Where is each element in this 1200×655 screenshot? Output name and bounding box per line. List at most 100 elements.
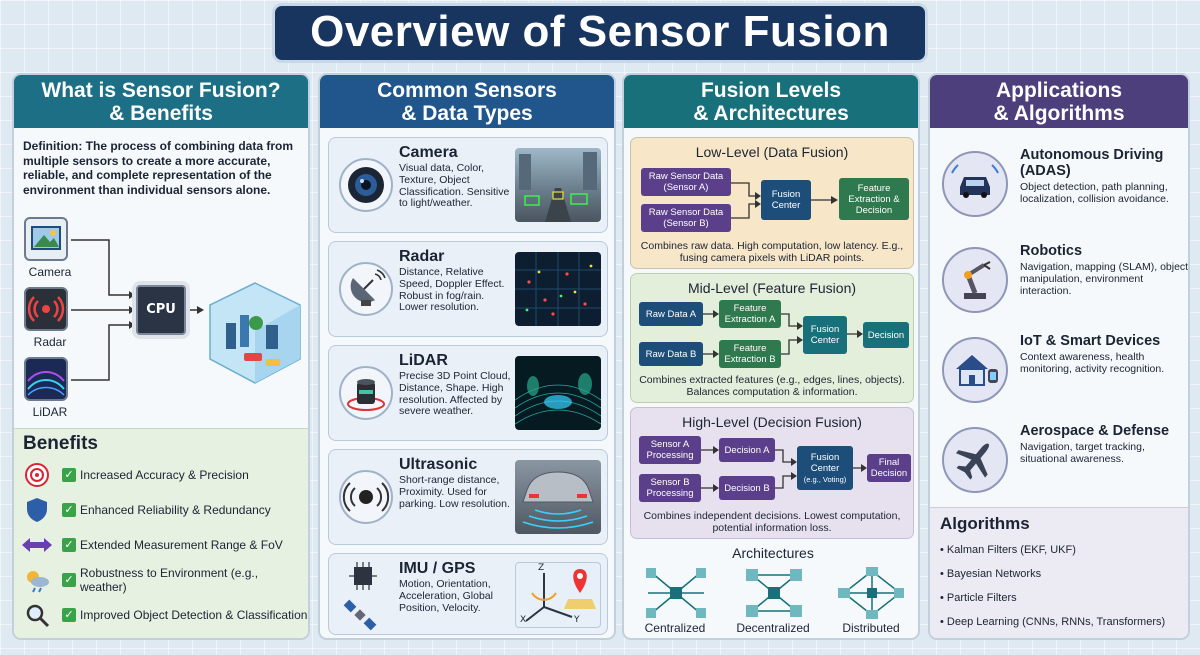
axis-label-y: Y bbox=[574, 615, 580, 625]
algorithms-section: Algorithms • Kalman Filters (EKF, UKF) •… bbox=[930, 507, 1188, 638]
benefit-item: ✓ Robustness to Environment (e.g., weath… bbox=[22, 565, 308, 595]
panel-what-is-sensor-fusion: What is Sensor Fusion? & Benefits Defini… bbox=[12, 73, 310, 640]
panel-fusion-levels: Fusion Levels & Architectures Low-Level … bbox=[622, 73, 920, 640]
architecture-label-distributed: Distributed bbox=[842, 621, 900, 635]
benefit-text: Extended Measurement Range & FoV bbox=[80, 538, 283, 552]
fusion-center-label: Fusion Center bbox=[810, 451, 840, 474]
card-description: Distance, Relative Speed, Doppler Effect… bbox=[399, 266, 505, 314]
car-icon bbox=[942, 151, 1008, 217]
mid-level-caption: Combines extracted features (e.g., edges… bbox=[639, 374, 905, 398]
heading-line-2: & Architectures bbox=[693, 102, 849, 125]
feature-extraction-box: Feature Extraction & Decision bbox=[839, 178, 909, 220]
sensor-label-lidar: LiDAR bbox=[32, 405, 68, 419]
centralized-diagram-icon bbox=[646, 568, 706, 618]
heading-line-2: & Algorithms bbox=[993, 102, 1125, 125]
application-aerospace: Aerospace & Defense Navigation, target t… bbox=[936, 417, 1186, 509]
low-level-title: Low-Level (Data Fusion) bbox=[695, 144, 849, 160]
panel-common-sensors: Common Sensors & Data Types Camera Visua… bbox=[318, 73, 616, 640]
heading-line-2: & Data Types bbox=[401, 102, 533, 125]
architecture-label-decentralized: Decentralized bbox=[736, 621, 810, 635]
decision-box: Decision bbox=[863, 322, 909, 348]
raw-data-a-box: Raw Data A bbox=[639, 302, 703, 326]
sensor-card-imu-gps: IMU / GPS Motion, Orientation, Accelerat… bbox=[328, 553, 608, 635]
algorithm-text: Particle Filters bbox=[946, 592, 1017, 604]
algorithm-text: Kalman Filters (EKF, UKF) bbox=[946, 544, 1076, 556]
benefit-text: Improved Object Detection & Classificati… bbox=[80, 608, 308, 622]
fusion-center-sublabel: (e.g., Voting) bbox=[803, 474, 847, 484]
axis-location-image: Z X Y bbox=[515, 562, 601, 628]
benefits-heading: Benefits bbox=[23, 433, 98, 454]
card-title: Ultrasonic bbox=[399, 456, 478, 473]
panel-heading: Applications & Algorithms bbox=[930, 75, 1188, 128]
panel-applications: Applications & Algorithms Autonomous Dri… bbox=[928, 73, 1190, 640]
application-iot: IoT & Smart Devices Context awareness, h… bbox=[936, 327, 1186, 419]
benefit-item: ✓ Enhanced Reliability & Redundancy bbox=[22, 495, 308, 525]
panel-heading: What is Sensor Fusion? & Benefits bbox=[14, 75, 308, 128]
lidar-unit-icon bbox=[339, 366, 393, 420]
imu-chip-icon bbox=[347, 560, 379, 592]
axis-label-z: Z bbox=[538, 563, 545, 573]
card-title: IMU / GPS bbox=[399, 560, 476, 577]
sensor-b-processing-box: Sensor B Processing bbox=[639, 474, 701, 502]
high-level-title: High-Level (Decision Fusion) bbox=[682, 414, 862, 430]
application-autonomous-driving: Autonomous Driving (ADAS) Object detecti… bbox=[936, 141, 1186, 233]
architecture-label-centralized: Centralized bbox=[644, 621, 706, 635]
distributed-diagram-icon bbox=[838, 567, 904, 619]
satellite-icon bbox=[343, 598, 377, 632]
check-icon: ✓ bbox=[62, 608, 76, 622]
algorithm-item: • Particle Filters bbox=[940, 592, 1017, 604]
card-description: Visual data, Color, Texture, Object Clas… bbox=[399, 162, 510, 210]
panel-heading: Common Sensors & Data Types bbox=[320, 75, 614, 128]
card-description: Short-range distance, Proximity. Used fo… bbox=[399, 474, 510, 510]
benefit-item: ✓ Extended Measurement Range & FoV bbox=[22, 530, 308, 560]
fusion-center-voting-box: Fusion Center (e.g., Voting) bbox=[797, 446, 853, 490]
sensor-a-processing-box: Sensor A Processing bbox=[639, 436, 701, 464]
sensor-card-camera: Camera Visual data, Color, Texture, Obje… bbox=[328, 137, 608, 233]
sensor-label-camera: Camera bbox=[28, 265, 72, 279]
axis-label-x: X bbox=[520, 615, 527, 625]
cpu-label: CPU bbox=[146, 302, 176, 317]
fusion-center-box: Fusion Center bbox=[761, 180, 811, 220]
architecture-diagrams bbox=[646, 567, 904, 619]
final-decision-box: Final Decision bbox=[867, 454, 911, 482]
card-title: LiDAR bbox=[399, 352, 448, 369]
benefit-item: ✓ Increased Accuracy & Precision bbox=[22, 460, 308, 490]
target-icon bbox=[22, 460, 52, 490]
card-description: Precise 3D Point Cloud, Distance, Shape.… bbox=[399, 370, 511, 418]
app-description: Object detection, path planning, localiz… bbox=[1020, 181, 1169, 205]
low-level-fusion: Low-Level (Data Fusion) Raw Sensor Data … bbox=[630, 137, 914, 269]
feature-extraction-a-box: Feature Extraction A bbox=[719, 300, 781, 328]
check-icon: ✓ bbox=[62, 503, 76, 517]
raw-data-b-box: Raw Data B bbox=[639, 342, 703, 366]
sensor-card-radar: Radar Distance, Relative Speed, Doppler … bbox=[328, 241, 608, 337]
benefit-item: ✓ Improved Object Detection & Classifica… bbox=[22, 600, 308, 630]
app-title: IoT & Smart Devices bbox=[1020, 333, 1161, 349]
algorithm-item: • Kalman Filters (EKF, UKF) bbox=[940, 544, 1076, 556]
cpu-chip-icon: CPU bbox=[136, 285, 186, 335]
decision-a-box: Decision A bbox=[719, 438, 775, 462]
card-title: Radar bbox=[399, 248, 445, 265]
mid-level-fusion: Mid-Level (Feature Fusion) Raw Data A Ra… bbox=[630, 273, 914, 403]
high-level-fusion: High-Level (Decision Fusion) Sensor A Pr… bbox=[630, 407, 914, 539]
decentralized-diagram-icon bbox=[746, 569, 802, 617]
environment-model-icon bbox=[206, 275, 304, 395]
double-arrow-icon bbox=[22, 530, 52, 560]
smart-home-icon bbox=[942, 337, 1008, 403]
heading-line-1: What is Sensor Fusion? bbox=[41, 79, 281, 102]
magnifier-icon bbox=[22, 600, 52, 630]
fusion-center-box: Fusion Center bbox=[803, 316, 847, 354]
raw-sensor-a-box: Raw Sensor Data (Sensor A) bbox=[641, 168, 731, 196]
fusion-flow-arrows bbox=[71, 239, 204, 381]
algorithm-text: Bayesian Networks bbox=[946, 568, 1042, 580]
heading-line-2: & Benefits bbox=[109, 102, 213, 125]
definition-text: Definition: The process of combining dat… bbox=[23, 139, 294, 197]
high-level-caption: Combines independent decisions. Lowest c… bbox=[643, 510, 901, 534]
algorithm-text: Deep Learning (CNNs, RNNs, Transformers) bbox=[946, 616, 1166, 628]
algorithm-item: • Bayesian Networks bbox=[940, 568, 1042, 580]
benefits-section: Benefits ✓ Increased Accuracy & Precisio… bbox=[14, 428, 308, 638]
raw-sensor-b-box: Raw Sensor Data (Sensor B) bbox=[641, 204, 731, 232]
check-icon: ✓ bbox=[61, 573, 76, 587]
algorithms-heading: Algorithms bbox=[940, 514, 1030, 533]
street-scene-image bbox=[515, 148, 601, 222]
app-title: Robotics bbox=[1020, 243, 1083, 259]
